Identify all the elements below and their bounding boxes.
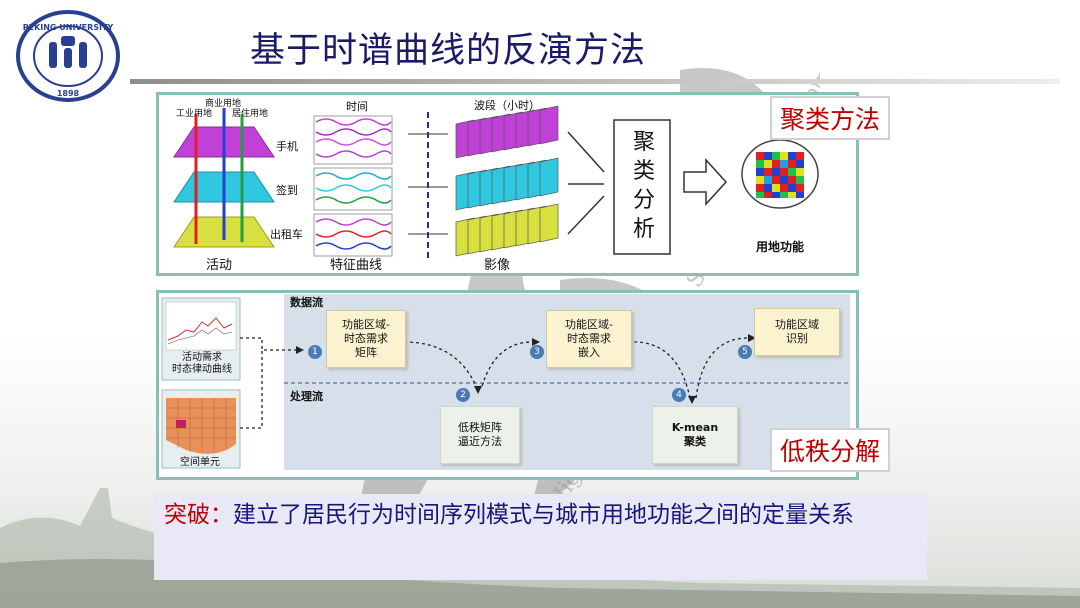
caption-feature-curve: 特征曲线 [330, 258, 383, 273]
step-5-number: 5 [738, 345, 752, 359]
thumb-caption-spatial: 空间单元 [180, 457, 220, 468]
step-1-box: 功能区域- 时态需求 矩阵 [326, 310, 406, 368]
step-4-box: K-mean 聚类 [652, 406, 738, 464]
breakthrough-body: 建立了居民行为时间序列模式与城市用地功能之间的定量关系 [233, 502, 854, 528]
clustering-diagram [173, 105, 819, 260]
step-2-box: 低秩矩阵 逼近方法 [440, 406, 520, 464]
step-4-number: 4 [672, 388, 686, 402]
source-label-taxi: 出租车 [270, 228, 303, 241]
svg-text:PEKING UNIVERSITY: PEKING UNIVERSITY [23, 23, 114, 32]
step-3-box: 功能区域- 时态需求 嵌入 [546, 310, 632, 368]
page-title: 基于时谱曲线的反演方法 [250, 31, 647, 71]
svg-text:1898: 1898 [57, 89, 80, 98]
cluster-char-1: 聚 [633, 130, 656, 155]
layer-label-residential: 居住用地 [232, 109, 269, 119]
data-flow-label: 数据流 [290, 296, 323, 309]
band-axis-label: 波段（小时） [474, 99, 540, 112]
layer-label-industrial: 工业用地 [176, 109, 213, 119]
layer-label-commercial: 商业用地 [205, 99, 242, 109]
caption-image: 影像 [484, 258, 511, 273]
breakthrough-key: 突破： [164, 502, 233, 528]
caption-activity: 活动 [206, 258, 233, 273]
process-flow-label: 处理流 [290, 390, 323, 403]
cluster-char-2: 类 [633, 159, 656, 184]
tag-low-rank: 低秩分解 [770, 428, 891, 472]
step-3-number: 3 [530, 345, 544, 359]
university-logo: PEKING UNIVERSITY 1898 [16, 10, 120, 102]
cluster-char-3: 分 [633, 188, 656, 213]
thumb-caption-curves: 活动需求 时态律动曲线 [172, 352, 232, 375]
source-label-checkin: 签到 [276, 184, 298, 197]
cluster-char-4: 析 [633, 217, 656, 242]
time-axis-label: 时间 [346, 100, 368, 113]
tag-clustering-method: 聚类方法 [770, 96, 891, 140]
step-2-number: 2 [456, 388, 470, 402]
step-1-number: 1 [308, 345, 322, 359]
breakthrough-text: 突破：建立了居民行为时间序列模式与城市用地功能之间的定量关系 [164, 500, 904, 531]
source-label-phone: 手机 [276, 140, 298, 153]
breakthrough-box [154, 494, 927, 580]
caption-landuse: 用地功能 [756, 240, 805, 254]
title-divider [130, 79, 1060, 84]
step-5-box: 功能区域 识别 [754, 308, 840, 356]
